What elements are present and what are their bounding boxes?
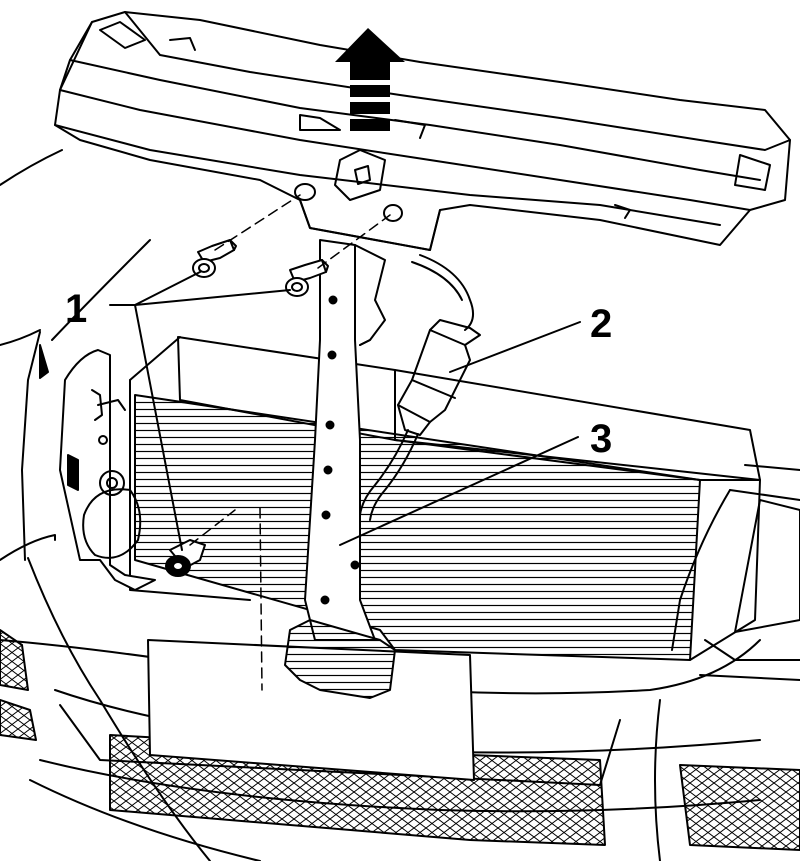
left-fender-outline	[0, 149, 151, 561]
callout-1: 1	[65, 287, 87, 331]
callout-3: 3	[590, 417, 612, 461]
center-support-bracket	[284, 239, 396, 699]
left-fog-grille	[0, 629, 37, 741]
bolt-upper-right	[285, 259, 329, 297]
left-headlamp-housing	[59, 349, 156, 591]
hood-switch-with-harness	[359, 254, 481, 521]
assembly-guide-lines	[189, 194, 391, 691]
bolt-lower	[165, 539, 206, 577]
radiator	[129, 336, 761, 661]
callout-leader-lines	[109, 271, 581, 551]
upper-lock-carrier	[54, 11, 791, 251]
callout-2: 2	[590, 302, 612, 346]
up-arrow-icon	[335, 28, 405, 131]
right-headlamp-housing	[654, 464, 800, 861]
